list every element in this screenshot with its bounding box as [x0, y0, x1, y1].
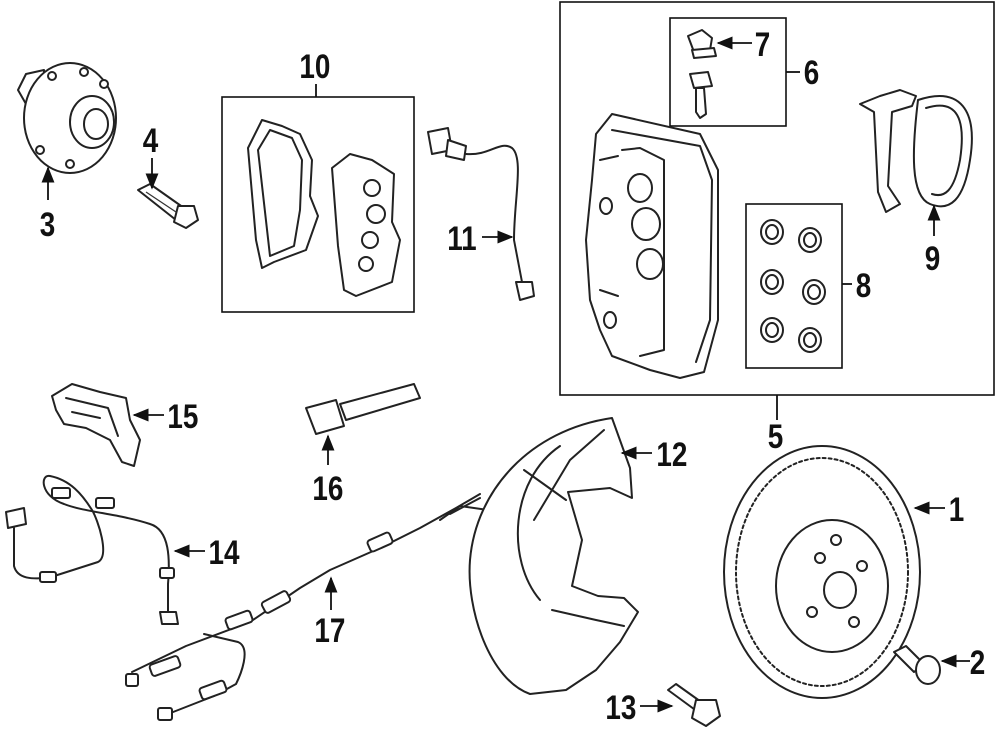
callout-11: 11	[447, 219, 476, 257]
callout-13: 13	[605, 688, 636, 726]
callout-1: 1	[949, 490, 965, 528]
pad-wear-sensor-part[interactable]	[427, 127, 535, 301]
caliper-bolt-part[interactable]	[689, 71, 713, 119]
callout-9: 9	[925, 239, 941, 277]
caliper-seal-kit-part[interactable]	[760, 219, 826, 353]
callout-2: 2	[970, 643, 986, 681]
callout-4: 4	[143, 121, 159, 159]
callout-12: 12	[656, 435, 687, 473]
brake-rotor-part[interactable]	[723, 445, 921, 699]
wheel-hub-part[interactable]	[17, 62, 117, 174]
callout-10: 10	[299, 47, 330, 85]
callout-17: 17	[314, 611, 345, 649]
callout-14: 14	[208, 533, 240, 571]
wear-sensor-harness-part[interactable]	[125, 493, 489, 721]
brake-pad-outer-part[interactable]	[331, 153, 401, 297]
callout-3: 3	[40, 205, 56, 243]
callout-6: 6	[804, 53, 820, 91]
brake-dust-shield-part[interactable]	[468, 417, 639, 695]
callout-8: 8	[856, 266, 872, 304]
abs-speed-sensor-part[interactable]	[305, 383, 421, 435]
brake-pad-inner-part[interactable]	[247, 119, 319, 269]
brake-pad-group-box	[221, 96, 415, 313]
brake-caliper-part[interactable]	[585, 113, 719, 379]
callout-15: 15	[167, 397, 198, 435]
abs-sensor-harness-part[interactable]	[5, 474, 179, 625]
caliper-bracket-part[interactable]	[859, 89, 973, 213]
callout-16: 16	[312, 469, 343, 507]
sensor-bracket-part[interactable]	[51, 383, 141, 467]
seal-kit-group-box	[745, 203, 843, 369]
shield-bolt-part[interactable]	[667, 683, 721, 727]
callout-7: 7	[755, 25, 771, 63]
hub-bolt-part[interactable]	[137, 183, 199, 229]
caliper-bleeder-cap-part[interactable]	[687, 29, 717, 59]
callout-5: 5	[768, 417, 784, 455]
rotor-screw-part[interactable]	[893, 645, 941, 685]
